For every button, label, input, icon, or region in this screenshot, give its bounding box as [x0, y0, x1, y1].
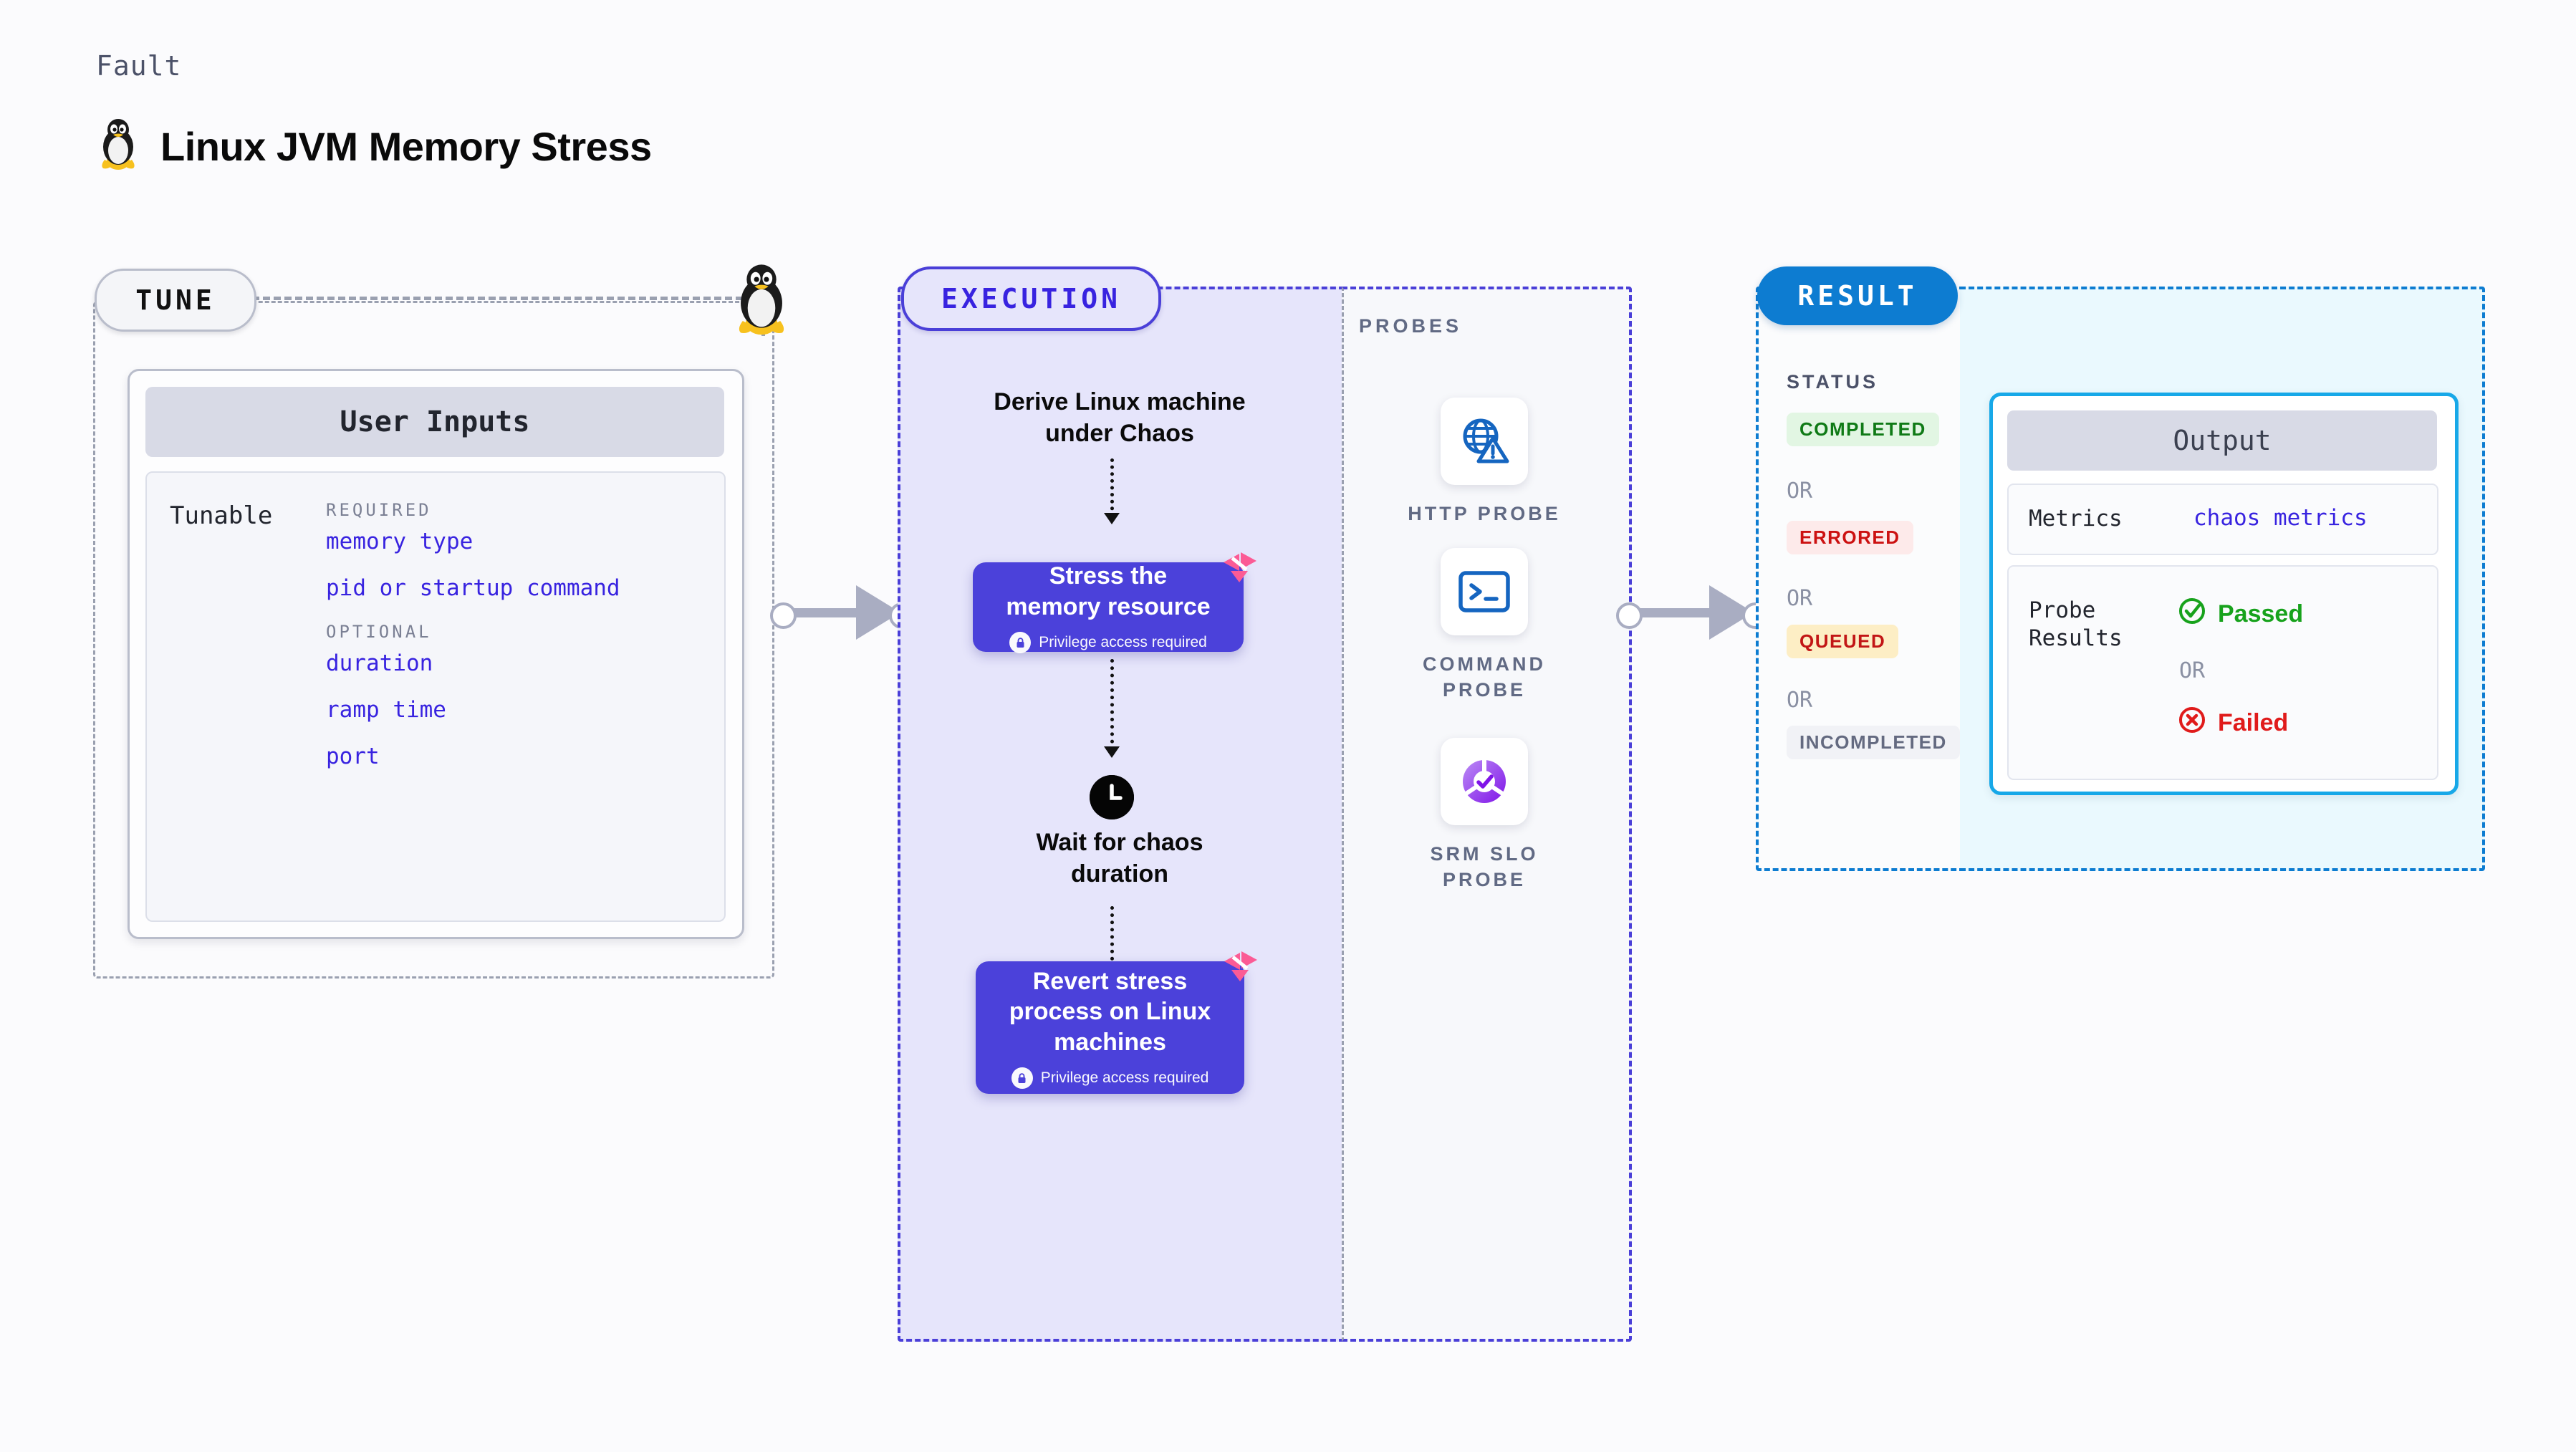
clock-icon: [1090, 775, 1134, 819]
probe-result-or: OR: [2179, 658, 2206, 683]
check-circle-icon: [2178, 597, 2206, 632]
execution-card-stress-title: Stress the memory resource: [1006, 562, 1211, 620]
probes-label: PROBES: [1359, 315, 1463, 337]
execution-step-derive: Derive Linux machine under Chaos: [976, 387, 1263, 449]
lock-icon: [1011, 1067, 1033, 1090]
result-status-panel: [1756, 287, 1965, 871]
execution-card-stress-note: Privilege access required: [1039, 634, 1207, 650]
tune-dash-line: [252, 297, 754, 300]
page-kicker: Fault: [96, 50, 182, 82]
flow-arrow-2: [1104, 746, 1120, 758]
flow-arrow-1: [1104, 513, 1120, 524]
terminal-icon: [1441, 548, 1528, 635]
execution-card-revert-title: Revert stress process on Linux machines: [1009, 967, 1211, 1056]
tunable-label: Tunable: [170, 501, 273, 530]
output-card-header: Output: [2007, 410, 2437, 471]
status-badge-incompleted: INCOMPLETED: [1787, 726, 1960, 759]
tunable-item[interactable]: ramp time: [326, 697, 446, 723]
flow-line-2: [1110, 659, 1114, 751]
result-badge[interactable]: RESULT: [1757, 266, 1958, 325]
output-card-title: Output: [2173, 425, 2272, 456]
execution-card-revert-note: Privilege access required: [1040, 1069, 1209, 1087]
execution-card-stress-note-row: Privilege access required: [1009, 632, 1207, 653]
tunable-item[interactable]: duration: [326, 650, 433, 676]
page-title: Linux JVM Memory Stress: [160, 124, 652, 169]
tunable-item[interactable]: port: [326, 744, 380, 769]
execution-badge[interactable]: EXECUTION: [901, 266, 1161, 331]
probe-item-command-label: COMMAND PROBE: [1423, 653, 1546, 701]
execution-step-wait: Wait for chaos duration: [976, 827, 1263, 890]
execution-badge-label: EXECUTION: [941, 283, 1121, 314]
metrics-label: Metrics: [2029, 506, 2123, 532]
probe-result-failed-label: Failed: [2218, 709, 2289, 736]
globe-warning-icon: [1441, 398, 1528, 485]
status-or-2: OR: [1787, 586, 1813, 611]
user-inputs-title: User Inputs: [340, 405, 530, 438]
tune-region: [93, 301, 774, 979]
probe-item-http[interactable]: HTTP PROBE: [1395, 398, 1574, 527]
status-badge-queued: QUEUED: [1787, 625, 1899, 658]
status-badge-completed: COMPLETED: [1787, 413, 1939, 446]
tux-penguin-icon: [731, 264, 792, 340]
output-card: Output Metrics chaos metrics Probe Resul…: [1989, 393, 2459, 795]
chaos-flag-icon: [1218, 547, 1259, 592]
x-circle-icon: [2178, 706, 2206, 741]
probe-item-command[interactable]: COMMAND PROBE: [1395, 548, 1574, 703]
execution-card-stress[interactable]: Stress the memory resource Privilege acc…: [973, 552, 1256, 653]
tune-badge-label: TUNE: [135, 284, 216, 316]
slo-donut-check-icon: [1441, 738, 1528, 825]
status-badge-errored: ERRORED: [1787, 521, 1913, 554]
result-badge-label: RESULT: [1797, 280, 1918, 312]
tunable-item[interactable]: memory type: [326, 529, 474, 554]
probe-result-passed-label: Passed: [2218, 600, 2304, 628]
probe-results-label: Probe Results: [2029, 597, 2123, 651]
flow-line-1: [1110, 458, 1114, 517]
execution-step-wait-label: Wait for chaos duration: [1036, 829, 1203, 888]
probe-item-http-label: HTTP PROBE: [1408, 503, 1561, 524]
user-inputs-card: User Inputs Tunable REQUIRED memory type…: [128, 369, 744, 939]
probe-item-srm-slo[interactable]: SRM SLO PROBE: [1395, 738, 1574, 893]
output-probe-results-row: Probe Results Passed OR Failed: [2007, 565, 2438, 780]
lock-icon: [1009, 632, 1032, 653]
group-label-required: REQUIRED: [326, 500, 432, 520]
user-inputs-header: User Inputs: [145, 387, 724, 457]
tune-badge[interactable]: TUNE: [95, 269, 256, 332]
probe-result-failed: Failed: [2178, 706, 2288, 741]
flow-line-3: [1110, 906, 1114, 968]
status-label: STATUS: [1787, 371, 1878, 393]
execution-card-revert-note-row: Privilege access required: [1011, 1067, 1209, 1090]
output-metrics-row: Metrics chaos metrics: [2007, 484, 2438, 555]
probe-item-srm-slo-label: SRM SLO PROBE: [1430, 843, 1539, 891]
chaos-flag-icon: [1219, 946, 1260, 991]
probe-result-passed: Passed: [2178, 597, 2303, 632]
tux-penguin-icon: [96, 118, 140, 175]
status-or-1: OR: [1787, 479, 1813, 504]
connector-execution-to-result: [1616, 566, 1769, 659]
metrics-value[interactable]: chaos metrics: [2193, 505, 2368, 531]
user-inputs-body: Tunable REQUIRED memory type pid or star…: [145, 471, 726, 922]
execution-card-revert[interactable]: Revert stress process on Linux machines …: [976, 951, 1257, 1094]
page-title-row: Linux JVM Memory Stress: [96, 118, 652, 175]
tunable-list: REQUIRED memory type pid or startup comm…: [326, 489, 620, 790]
status-or-3: OR: [1787, 688, 1813, 713]
connector-tune-to-execution: [770, 566, 915, 659]
execution-step-derive-line1: Derive Linux machine under Chaos: [994, 388, 1246, 447]
tunable-item[interactable]: pid or startup command: [326, 575, 620, 601]
group-label-optional: OPTIONAL: [326, 622, 432, 642]
